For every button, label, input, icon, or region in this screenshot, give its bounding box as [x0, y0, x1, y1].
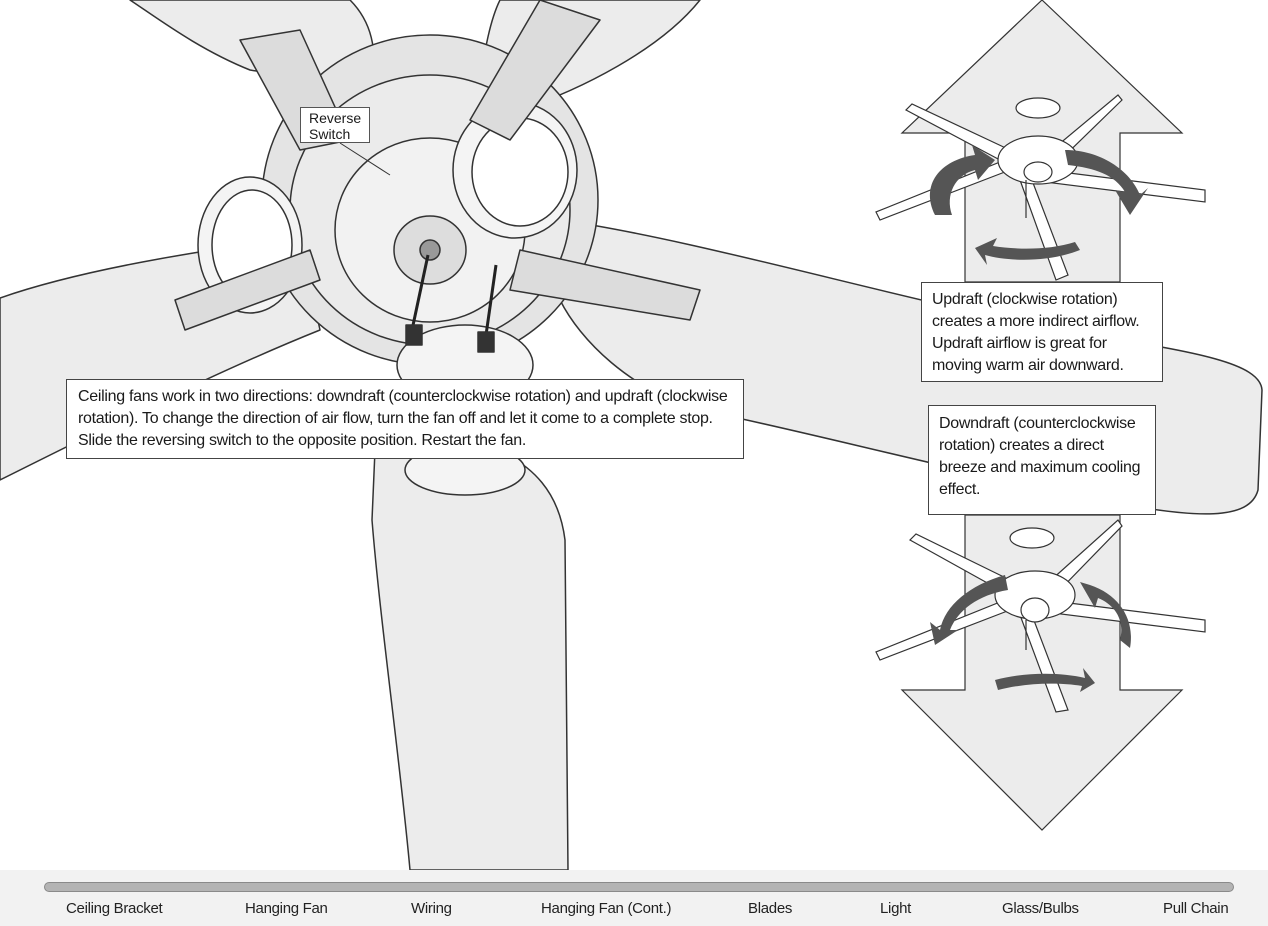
pull-chain-fob — [405, 324, 423, 346]
rotation-arrow — [929, 145, 995, 215]
nav-item-hanging-fan[interactable]: Hanging Fan — [245, 900, 328, 917]
fan-blade-bottom — [371, 430, 569, 870]
rotation-arrow — [930, 575, 1008, 645]
nav-progress-track[interactable] — [44, 882, 1234, 892]
nav-item-hanging-fan-cont[interactable]: Hanging Fan (Cont.) — [541, 900, 672, 917]
rotation-arrow — [1080, 582, 1131, 648]
nav-item-blades[interactable]: Blades — [748, 900, 793, 917]
reverse-switch-text: Reverse Switch — [309, 110, 362, 142]
rotation-arrow — [995, 668, 1095, 692]
direction-instructions-callout: Ceiling fans work in two directions: dow… — [66, 379, 744, 459]
nav-item-ceiling-bracket[interactable]: Ceiling Bracket — [66, 900, 163, 917]
rotation-arrow — [1065, 150, 1148, 215]
nav-item-pull-chain[interactable]: Pull Chain — [1163, 900, 1229, 917]
nav-item-light[interactable]: Light — [880, 900, 912, 917]
nav-item-wiring[interactable]: Wiring — [411, 900, 452, 917]
rotation-arrow — [975, 238, 1080, 265]
direction-instructions-text: Ceiling fans work in two directions: dow… — [78, 388, 728, 449]
nav-item-glass-bulbs[interactable]: Glass/Bulbs — [1002, 900, 1079, 917]
section-nav-bar: Ceiling Bracket Hanging Fan Wiring Hangi… — [0, 870, 1268, 926]
reverse-switch-label: Reverse Switch — [300, 107, 370, 143]
downdraft-callout: Downdraft (counterclockwise rotation) cr… — [928, 405, 1156, 515]
pull-chain-fob — [477, 331, 495, 353]
updraft-text: Updraft (clockwise rotation) creates a m… — [932, 291, 1140, 374]
downdraft-text: Downdraft (counterclockwise rotation) cr… — [939, 415, 1141, 498]
updraft-callout: Updraft (clockwise rotation) creates a m… — [921, 282, 1163, 382]
